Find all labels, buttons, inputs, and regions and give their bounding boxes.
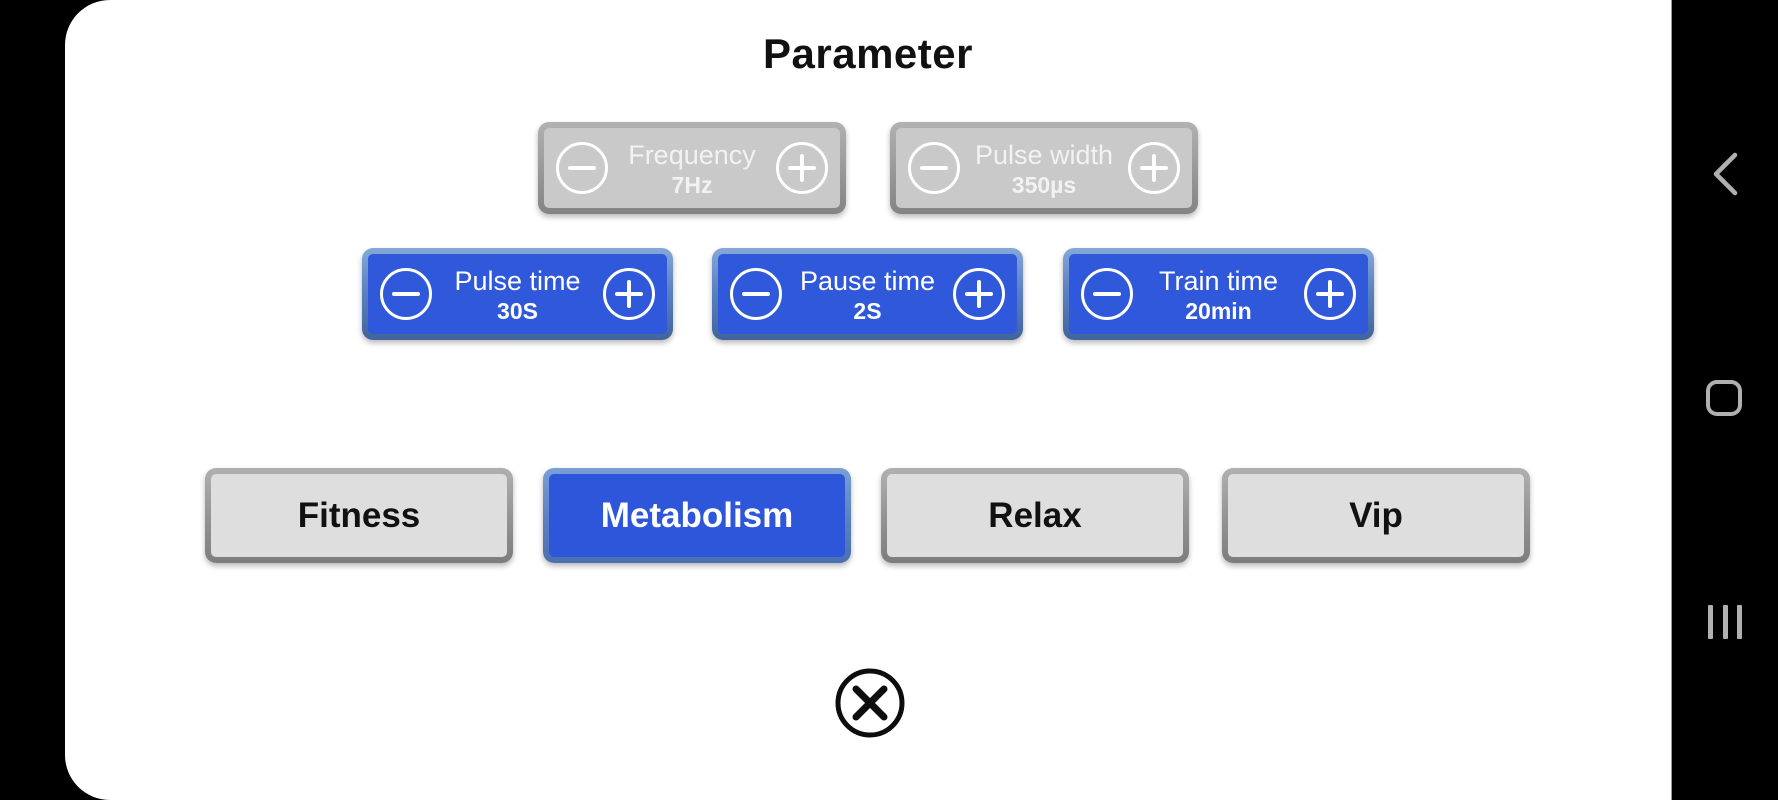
- param-value: 7Hz: [671, 172, 713, 198]
- param-label: Train time: [1158, 266, 1279, 296]
- mode-button-metabolism[interactable]: Metabolism: [543, 468, 851, 563]
- recents-bar-icon: [1722, 605, 1728, 639]
- param-value: 30S: [497, 298, 538, 324]
- home-button[interactable]: [1706, 380, 1742, 416]
- param-pause-time: Pause time 2S: [712, 248, 1023, 340]
- param-value: 350µs: [1011, 172, 1077, 198]
- page-title: Parameter: [763, 30, 973, 77]
- mode-button-vip[interactable]: Vip: [1222, 468, 1530, 563]
- param-label: Pulse time: [454, 266, 581, 296]
- mode-button-relax[interactable]: Relax: [881, 468, 1189, 563]
- recents-bar-icon: [1708, 605, 1713, 639]
- recents-bar-icon: [1737, 605, 1742, 639]
- param-label: Frequency: [628, 140, 756, 170]
- minus-icon[interactable]: [1081, 268, 1133, 320]
- android-nav-bar: [1671, 0, 1778, 800]
- minus-icon[interactable]: [908, 142, 960, 194]
- param-value: 2S: [853, 298, 882, 324]
- plus-icon[interactable]: [953, 268, 1005, 320]
- param-label: Pulse width: [974, 140, 1114, 170]
- chevron-left-icon: [1713, 152, 1738, 196]
- app-panel: Parameter Frequency 7Hz Pulse width 350µ…: [65, 0, 1671, 800]
- minus-icon[interactable]: [556, 142, 608, 194]
- plus-icon[interactable]: [603, 268, 655, 320]
- minus-icon[interactable]: [730, 268, 782, 320]
- close-button[interactable]: [833, 666, 907, 740]
- plus-icon[interactable]: [776, 142, 828, 194]
- plus-icon[interactable]: [1304, 268, 1356, 320]
- mode-label: Relax: [988, 495, 1082, 535]
- recents-button[interactable]: [1708, 605, 1742, 639]
- close-circle-icon: [835, 668, 905, 738]
- minus-icon[interactable]: [380, 268, 432, 320]
- param-value: 20min: [1185, 298, 1252, 324]
- mode-label: Vip: [1349, 495, 1403, 535]
- plus-icon[interactable]: [1128, 142, 1180, 194]
- param-label: Pause time: [799, 266, 936, 296]
- param-pulse-time: Pulse time 30S: [362, 248, 673, 340]
- mode-label: Fitness: [297, 495, 421, 535]
- param-train-time: Train time 20min: [1063, 248, 1374, 340]
- param-pulse-width: Pulse width 350µs: [890, 122, 1198, 214]
- param-frequency: Frequency 7Hz: [538, 122, 846, 214]
- mode-button-fitness[interactable]: Fitness: [205, 468, 513, 563]
- mode-label: Metabolism: [600, 495, 794, 535]
- back-button[interactable]: [1710, 152, 1740, 196]
